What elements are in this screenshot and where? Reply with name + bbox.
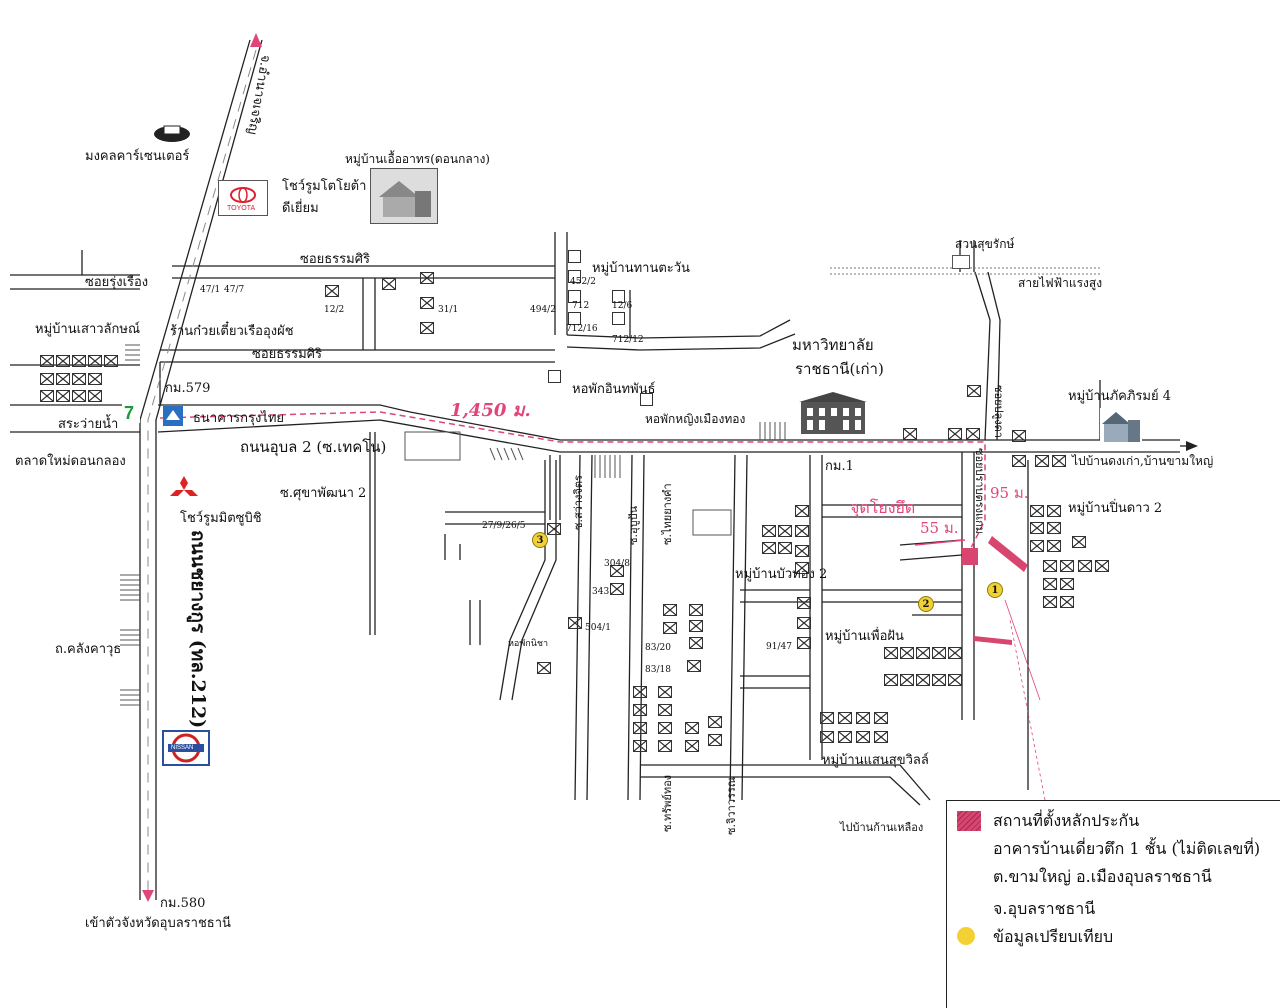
noodle-shop-label: ร้านก๋วยเตี๋ยวเรืออุงผัช: [170, 324, 294, 339]
to-city-label: เข้าตัวจังหวัดอุบลราชธานี: [85, 916, 231, 931]
village-pindao-label: หมู่บ้านปิ่นดาว 2: [1068, 501, 1163, 516]
seven-eleven-text: 7: [124, 403, 135, 423]
dorm-nicha-label: หอพักนิชา: [508, 639, 549, 649]
house-no-91-47: 91/47: [766, 642, 792, 652]
toyota-logo: TOYOTA: [218, 180, 268, 216]
seven-eleven-logo: 7: [122, 403, 140, 423]
sra-label: สระว่ายน้ำ: [58, 417, 119, 432]
soi-klang-label: ถ.คลังคาวุธ: [55, 642, 122, 657]
soi-jiwan-label: ซ.จิวาวรรณ: [725, 777, 738, 835]
mitsubishi-logo: [168, 474, 200, 504]
house-no-47-7: 47/7: [224, 285, 245, 295]
house-no-452-2: 452/2: [570, 277, 596, 287]
village-buathong-label: หมู่บ้านบัวทอง 2: [735, 567, 828, 582]
bank-logo: [163, 406, 183, 426]
village-thantawan-label: หมู่บ้านทานตะวัน: [592, 261, 690, 276]
north-arrow-icon: [250, 33, 262, 47]
house-no-712-16: 712/16: [566, 324, 598, 334]
house-no-12-2: 12/2: [324, 305, 345, 315]
village-pakdee-label: หมู่บ้านภัคภิรมย์ 4: [1068, 389, 1171, 404]
km580-label: กม.580: [160, 896, 206, 911]
house-no-304-8: 304/8: [604, 559, 630, 569]
legend-line-2: อาคารบ้านเดี่ยวตึก 1 ชั้น (ไม่ติดเลขที่): [993, 839, 1261, 858]
mongkol-car-icon: [150, 118, 194, 148]
east-arrow-icon: [1186, 441, 1198, 451]
map-legend: สถานที่ตั้งหลักประกัน อาคารบ้านเดี่ยวตึก…: [946, 800, 1280, 1008]
village-saolak-label: หมู่บ้านเสาวลักษณ์: [35, 322, 141, 337]
university-label-2: ราชธานี(เก่า): [795, 360, 884, 378]
distance-1450-label: 1,450 ม.: [450, 400, 531, 421]
village-saen-label: หมู่บ้านแสนสุขวิลล์: [822, 753, 929, 768]
university-building-icon: [795, 390, 871, 436]
village-puean-label: หมู่บ้านเพื่อฝัน: [825, 629, 904, 644]
toyota-logo-text: TOYOTA: [227, 205, 256, 212]
connect-point-label: จุดโยงยึด: [850, 498, 916, 517]
house-no-27-9: 27/9/26/5: [482, 521, 526, 531]
house-no-494-2: 494/2: [530, 305, 556, 315]
legend-line-5: ข้อมูลเปรียบเทียบ: [993, 927, 1114, 946]
house-no-504-1: 504/1: [585, 623, 611, 633]
route-line: [159, 411, 986, 551]
soi-rungrueang-label: ซอยรุ่งเรือง: [85, 275, 149, 290]
bank-label: ธนาคารกรุงไทย: [193, 411, 285, 426]
soi-suksa-label: ซ.ศุขาพัฒนา 2: [280, 486, 367, 501]
mongkol-label: มงคลคาร์เซนเตอร์: [85, 149, 190, 164]
university-label-1: มหาวิทยาลัย: [792, 336, 874, 354]
soi-pranang-label: ซอยปราบตรงแกม: [973, 448, 986, 534]
soi-sawang-label: ซ.สว่างจิตร: [572, 475, 585, 530]
comparison-pin-3[interactable]: 3: [532, 532, 548, 548]
toyota-showroom-label: โชว์รูมโตโยต้า: [282, 179, 367, 194]
pakdee-village-icon: [1100, 408, 1142, 444]
to-khamyai-label: ไปบ้านดงเก่า,บ้านขามใหญ่: [1072, 454, 1214, 468]
house-no-712: 712: [572, 301, 590, 311]
road-upon2-label: ถนนอุบล 2 (ซ.เทคโน): [240, 438, 387, 456]
house-no-12-6: 12/6: [612, 301, 633, 311]
km579-label: กม.579: [165, 381, 211, 396]
to-kuan-label: ไปบ้านก้านเหลือง: [840, 821, 924, 834]
house-no-712-12: 712/12: [612, 335, 644, 345]
toyota-showroom-label-2: ดีเยี่ยม: [282, 201, 319, 216]
soi-ubon-label: ซ.อุบูปัน: [627, 505, 640, 545]
legend-line-1: สถานที่ตั้งหลักประกัน: [993, 811, 1140, 830]
soi-taritong-label: ซ.ทรัพย์ทอง: [661, 774, 674, 832]
nissan-logo: NISSAN: [162, 730, 210, 766]
legend-line-3: ต.ขามใหญ่ อ.เมืองอุบลราชธานี: [993, 867, 1212, 886]
collateral-lot-icon: [962, 548, 978, 565]
village-uathorn-label: หมู่บ้านเอื้ออาทร(ดอนกลาง): [345, 152, 490, 166]
market-label: ตลาดใหม่ดอนกลอง: [15, 454, 126, 469]
comparison-legend-icon: [957, 927, 975, 945]
comparison-pin-2[interactable]: 2: [918, 596, 934, 612]
powerline-label: สายไฟฟ้าแรงสูง: [1018, 276, 1103, 290]
house-no-83-20: 83/20: [645, 643, 671, 653]
house-no-47-1: 47/1: [200, 285, 221, 295]
highway-label: ถนนชยางกูร (ทล.212): [187, 530, 209, 729]
km1-label: กม.1: [825, 459, 854, 474]
soi-thammasiri-mid-label: ซอยธรรมศิริ: [252, 347, 322, 362]
mitsubishi-showroom-label: โชว์รูมมิตซูบิชิ: [180, 511, 262, 526]
collateral-legend-icon: [957, 811, 981, 831]
distance-55-label: 55 ม.: [920, 519, 959, 537]
suan-sukharak-icon: [952, 255, 970, 269]
suan-sukharak-label: สวนสุขรักษ์: [955, 237, 1015, 251]
distance-95-label: 95 ม.: [990, 484, 1029, 502]
legend-line-4: จ.อุบลราชธานี: [993, 899, 1096, 918]
dorm-inthaphan-label: หอพักอินทพันธ์: [572, 382, 656, 397]
soi-thammasiri-top-label: ซอยธรรมศิริ: [300, 252, 370, 267]
house-no-31-1: 31/1: [438, 305, 459, 315]
comparison-pin-1[interactable]: 1: [987, 582, 1003, 598]
uathorn-village-icon: [370, 168, 438, 224]
dorm-women-label: หอพักหญิงเมืองทอง: [645, 412, 746, 426]
soi-thaiyang-label: ซ.ไทยยางคำ: [661, 483, 674, 545]
nissan-logo-text: NISSAN: [171, 745, 194, 751]
south-arrow-icon: [142, 890, 154, 902]
house-no-83-18: 83/18: [645, 665, 671, 675]
soi-east2-label: ซอยปลูงดา: [992, 385, 1005, 438]
house-no-343: 343: [592, 587, 610, 597]
